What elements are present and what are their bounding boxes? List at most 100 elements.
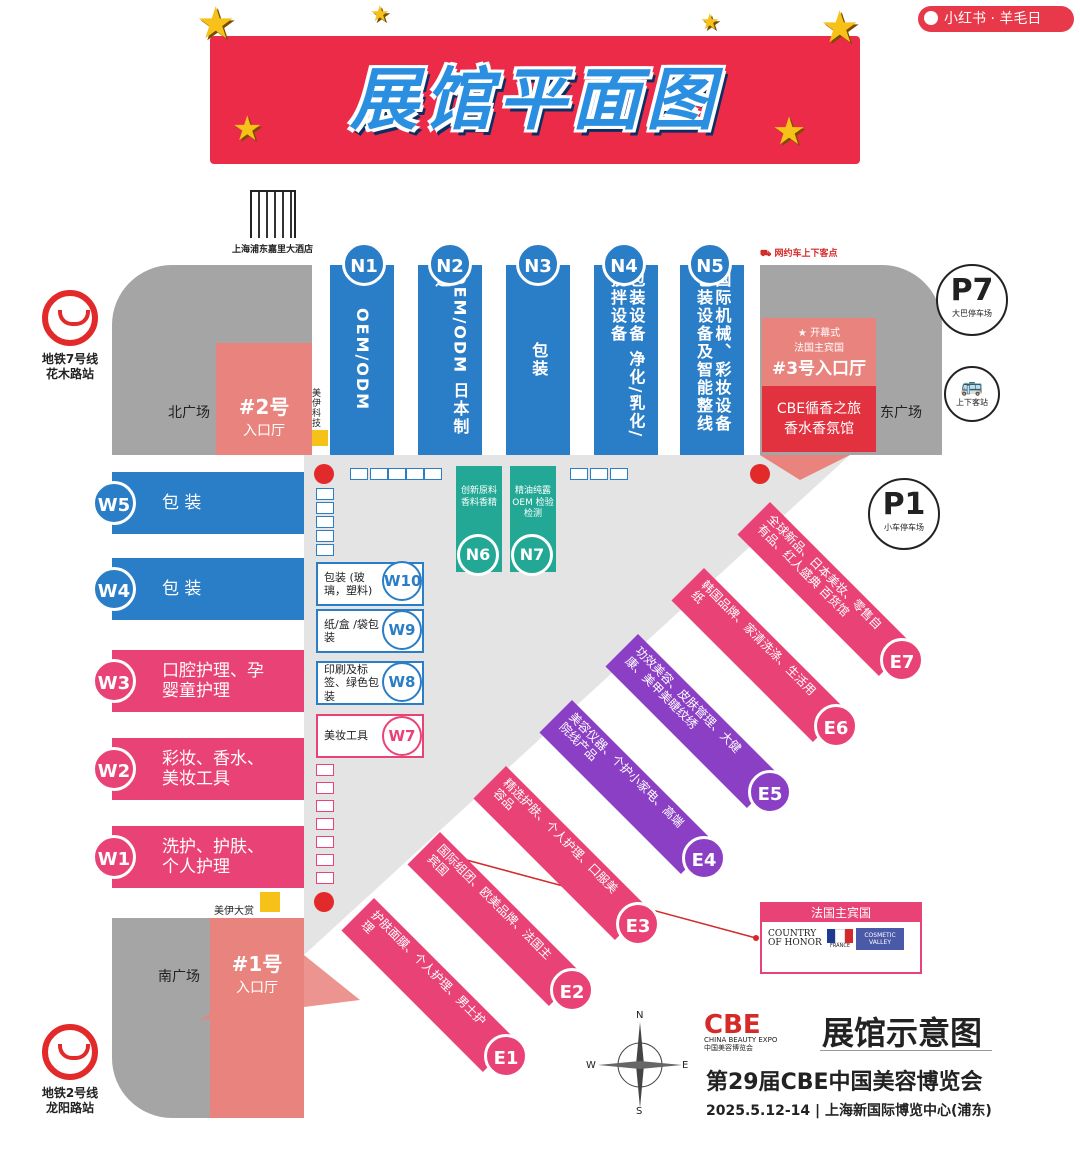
hall-code-E4: E4 xyxy=(682,836,726,880)
booth[interactable] xyxy=(370,468,388,480)
hall-W2[interactable]: 彩妆、香水、美妆工具 xyxy=(112,738,304,800)
hall-W3[interactable]: 口腔护理、孕婴童护理 xyxy=(112,650,304,712)
hall-code-N6: N6 xyxy=(457,534,499,576)
booth[interactable] xyxy=(316,836,334,848)
source-badge[interactable]: 小红书 · 羊毛日 xyxy=(918,6,1074,32)
hall-code-N3: N3 xyxy=(516,242,560,286)
booth[interactable] xyxy=(316,872,334,884)
hall-code-W7: W7 xyxy=(382,716,422,756)
booth[interactable] xyxy=(316,764,334,776)
hall-code-E5: E5 xyxy=(748,770,792,814)
booth[interactable] xyxy=(316,782,334,794)
booth[interactable] xyxy=(316,516,334,528)
entrance-1[interactable]: #1号 入口厅 xyxy=(210,918,304,1118)
plaza-label-north: 北广场 xyxy=(168,405,210,421)
hall-W5[interactable]: 包 装 xyxy=(112,472,304,534)
meiyi-tech-label: 美伊科技 xyxy=(312,389,322,429)
guest-country-box: 法国主宾国 COUNTRY OF HONOR FRANCE COSMETIC V… xyxy=(760,902,922,974)
hall-code-E6: E6 xyxy=(814,704,858,748)
booth[interactable] xyxy=(570,468,588,480)
title-banner xyxy=(210,36,860,164)
expo-date-venue: 2025.5.12-14 | 上海新国际博览中心(浦东) xyxy=(706,1103,992,1119)
compass-south: S xyxy=(636,1106,643,1117)
star-icon: ★ xyxy=(370,2,390,27)
cosmetic-valley-logo: COSMETIC VALLEY xyxy=(856,928,904,950)
metro-icon xyxy=(42,1024,98,1080)
car-icon: ⛟ xyxy=(760,249,775,259)
star-icon: ★ xyxy=(196,0,236,49)
page-title: 展馆平面图 xyxy=(349,61,720,140)
hall-N3[interactable]: 包装 xyxy=(506,265,570,455)
booth[interactable] xyxy=(316,800,334,812)
compass-east: E xyxy=(682,1060,689,1071)
hall-code-E1: E1 xyxy=(484,1034,528,1078)
hall-code-E2: E2 xyxy=(550,968,594,1012)
booth[interactable] xyxy=(590,468,608,480)
hall-code-E7: E7 xyxy=(880,638,924,682)
cbe-logo: CBE xyxy=(704,1010,761,1040)
hall-code-W10: W10 xyxy=(382,561,422,601)
location-pin-icon xyxy=(924,11,938,25)
france-flag-icon: FRANCE xyxy=(827,929,853,949)
hall-N1[interactable]: OEM/ODM xyxy=(330,265,394,455)
country-of-honor-logo: COUNTRY OF HONOR xyxy=(768,929,822,948)
hall-code-E3: E3 xyxy=(616,902,660,946)
hall-code-W2: W2 xyxy=(92,747,136,791)
plaza-label-east: 东广场 xyxy=(880,405,922,421)
hall-code-W5: W5 xyxy=(92,481,136,525)
bus-icon xyxy=(314,892,334,912)
booth[interactable] xyxy=(316,502,334,514)
hall-code-N4: N4 xyxy=(602,242,646,286)
divider xyxy=(820,1050,992,1051)
ride-hail-label: ⛟ 网约车上下客点 xyxy=(760,249,838,259)
plaza-label-south: 南广场 xyxy=(158,969,200,985)
entrance-2[interactable]: #2号 入口厅 xyxy=(216,343,312,455)
hall-W4[interactable]: 包 装 xyxy=(112,558,304,620)
hall-N2[interactable]: OEM/ODM 日本制造 xyxy=(418,265,482,455)
compass-icon xyxy=(598,1022,682,1108)
booth[interactable] xyxy=(316,488,334,500)
hotel-label: 上海浦东嘉里大酒店 xyxy=(232,245,314,255)
booth[interactable] xyxy=(316,854,334,866)
hall-code-W4: W4 xyxy=(92,567,136,611)
compass-north: N xyxy=(636,1010,644,1021)
hall-code-W9: W9 xyxy=(382,610,422,650)
metro-7-huamu: 地铁7号线花木路站 xyxy=(41,352,99,381)
booth[interactable] xyxy=(388,468,406,480)
bus-icon xyxy=(314,464,334,484)
hall-W9[interactable]: 纸/盒 /袋包装 xyxy=(316,609,424,653)
booth[interactable] xyxy=(316,818,334,830)
hall-code-W8: W8 xyxy=(382,662,422,702)
booth[interactable] xyxy=(316,530,334,542)
hall-N5[interactable]: 国际机械、彩妆设备 包装设备及智能整线 xyxy=(680,265,744,455)
hall-code-N5: N5 xyxy=(688,242,732,286)
expo-name: 第29届CBE中国美容博览会 xyxy=(706,1070,983,1095)
bus-icon xyxy=(750,464,770,484)
hall-code-N7: N7 xyxy=(511,534,553,576)
meiyi-logo-icon xyxy=(260,892,280,912)
booth[interactable] xyxy=(316,544,334,556)
bus-stop[interactable]: 🚌上下客站 xyxy=(944,366,1000,422)
fragrance-hall[interactable]: CBE循香之旅 香水香氛馆 xyxy=(762,386,876,452)
map-title: 展馆示意图 xyxy=(822,1014,983,1052)
hall-code-W1: W1 xyxy=(92,835,136,879)
booth[interactable] xyxy=(610,468,628,480)
hall-code-W3: W3 xyxy=(92,659,136,703)
booth[interactable] xyxy=(424,468,442,480)
hall-W1[interactable]: 洗护、护肤、个人护理 xyxy=(112,826,304,888)
star-icon: ★ xyxy=(820,2,860,53)
star-icon: ★ xyxy=(772,109,807,153)
bus-icon: 🚌 xyxy=(960,376,984,397)
star-icon: ★ xyxy=(797,328,811,339)
hall-code-N1: N1 xyxy=(342,242,386,286)
entrance-3[interactable]: ★ 开幕式 法国主宾国 #3号入口厅 xyxy=(762,318,876,386)
hotel-building-icon xyxy=(250,190,296,238)
booth[interactable] xyxy=(350,468,368,480)
metro-2-longyang: 地铁2号线龙阳路站 xyxy=(41,1086,99,1115)
booth[interactable] xyxy=(406,468,424,480)
hall-N4[interactable]: 包装设备 净化/乳化/搅拌设备 xyxy=(594,265,658,455)
meiyi-logo-icon xyxy=(312,430,328,446)
